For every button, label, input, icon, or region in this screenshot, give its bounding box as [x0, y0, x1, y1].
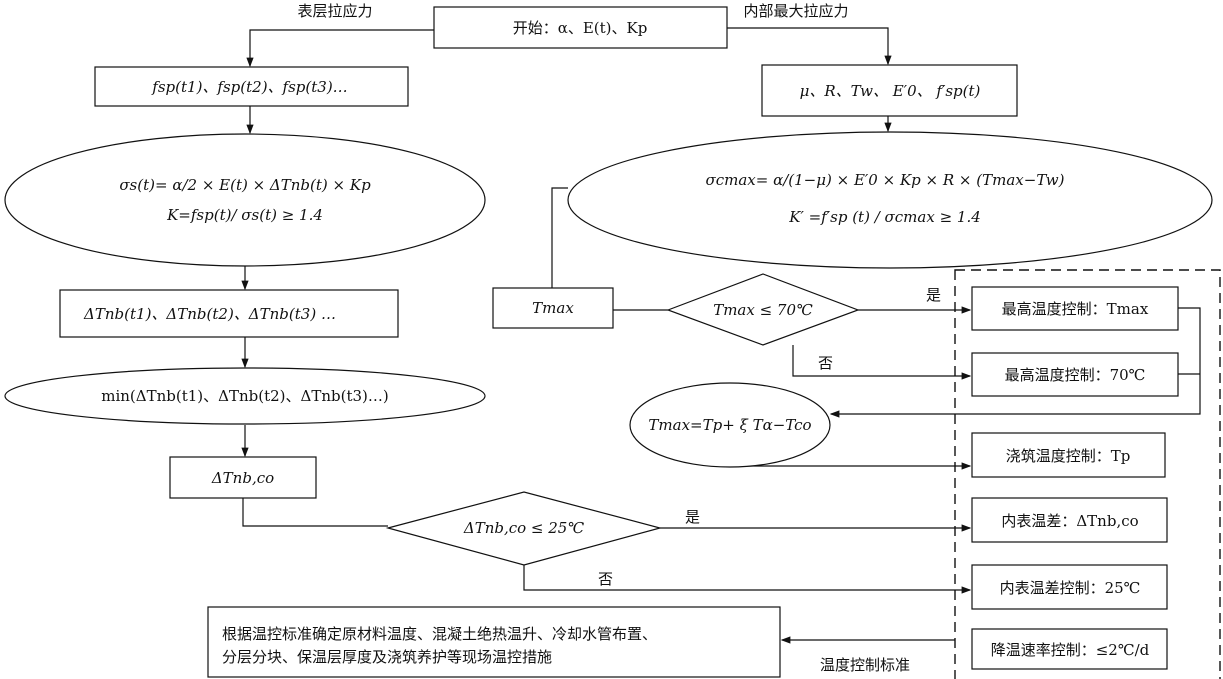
delta-t-node: ΔTnb(t1)、ΔTnb(t2)、ΔTnb(t3) … — [59, 289, 399, 338]
label-no: 否 — [818, 354, 833, 372]
label-control-standard: 温度控制标准 — [820, 656, 910, 674]
svg-text:ΔTnb,co: ΔTnb,co — [211, 469, 274, 487]
svg-text:Tmax: Tmax — [532, 299, 574, 317]
label-yes: 是 — [685, 508, 700, 526]
svg-text:σcmax= α/(1−μ) × E′0 × Kp × R: σcmax= α/(1−μ) × E′0 × Kp × R × (Tmax−Tw… — [706, 171, 1065, 189]
ctrl-tmax-node: 最高温度控制：Tmax — [971, 286, 1179, 331]
svg-text:开始：α、E(t)、Kp: 开始：α、E(t)、Kp — [513, 19, 648, 37]
control-standard-group — [954, 269, 1221, 679]
delta-co-node: ΔTnb,co — [169, 456, 317, 499]
diff-node: 内表温差：ΔTnb,co — [971, 497, 1168, 543]
svg-text:K′ =f′sp (t) / σcmax ≥ 1.4: K′ =f′sp (t) / σcmax ≥ 1.4 — [788, 208, 981, 226]
svg-text:σs(t)= α/2 × E(t) × ΔTnb(t) ×: σs(t)= α/2 × E(t) × ΔTnb(t) × Kp — [119, 176, 371, 194]
params-node: μ、R、Tw、 E′0、 f′sp(t) — [761, 64, 1018, 117]
svg-text:最高温度控制：Tmax: 最高温度控制：Tmax — [1002, 300, 1149, 318]
svg-text:根据温控标准确定原材料温度、混凝土绝热温升、冷却水管布置、: 根据温控标准确定原材料温度、混凝土绝热温升、冷却水管布置、 — [222, 625, 657, 643]
ctrl-pour-node: 浇筑温度控制：Tp — [971, 432, 1166, 478]
svg-text:内表温差：ΔTnb,co: 内表温差：ΔTnb,co — [1001, 512, 1138, 530]
measures-node: 根据温控标准确定原材料温度、混凝土绝热温升、冷却水管布置、 分层分块、保温层厚度… — [207, 606, 781, 678]
connectors — [241, 27, 1201, 644]
svg-text:ΔTnb,co ≤ 25℃: ΔTnb,co ≤ 25℃ — [463, 519, 584, 537]
tmax-node: Tmax — [492, 287, 614, 329]
svg-text:Tmax=Tp+ ξ Tα−Tco: Tmax=Tp+ ξ Tα−Tco — [648, 416, 811, 434]
tmax-decision: Tmax ≤ 70℃ — [666, 273, 860, 346]
tmax-formula-ellipse: Tmax=Tp+ ξ Tα−Tco — [629, 382, 831, 468]
label-internal-stress: 内部最大拉应力 — [743, 2, 848, 20]
surface-stress-ellipse: σs(t)= α/2 × E(t) × ΔTnb(t) × Kp K=fsp(t… — [4, 133, 486, 267]
svg-text:K=fsp(t)/ σs(t) ≥ 1.4: K=fsp(t)/ σs(t) ≥ 1.4 — [166, 206, 323, 224]
internal-stress-ellipse: σcmax= α/(1−μ) × E′0 × Kp × R × (Tmax−Tw… — [567, 131, 1213, 269]
diff-ctrl-node: 内表温差控制：25℃ — [971, 564, 1168, 610]
label-yes: 是 — [926, 286, 941, 304]
start-node: 开始：α、E(t)、Kp — [433, 6, 728, 49]
svg-text:最高温度控制：70℃: 最高温度控制：70℃ — [1005, 366, 1146, 384]
delta-decision: ΔTnb,co ≤ 25℃ — [385, 491, 663, 566]
svg-text:降温速率控制：≤2℃/d: 降温速率控制：≤2℃/d — [991, 641, 1150, 659]
svg-text:内表温差控制：25℃: 内表温差控制：25℃ — [1000, 579, 1141, 597]
svg-text:分层分块、保温层厚度及浇筑养护等现场温控措施: 分层分块、保温层厚度及浇筑养护等现场温控措施 — [222, 648, 552, 666]
min-delta-ellipse: min(ΔTnb(t1)、ΔTnb(t2)、ΔTnb(t3)…) — [4, 367, 486, 425]
label-no: 否 — [598, 570, 613, 588]
svg-text:min(ΔTnb(t1)、ΔTnb(t2)、ΔTnb(t3): min(ΔTnb(t1)、ΔTnb(t2)、ΔTnb(t3)…) — [101, 387, 389, 405]
fsp-node: fsp(t1)、fsp(t2)、fsp(t3)… — [94, 66, 409, 107]
svg-text:μ、R、Tw、 E′0、 f′sp(t): μ、R、Tw、 E′0、 f′sp(t) — [800, 82, 981, 100]
svg-text:浇筑温度控制：Tp: 浇筑温度控制：Tp — [1006, 447, 1131, 465]
ctrl-70-node: 最高温度控制：70℃ — [971, 352, 1179, 397]
svg-text:fsp(t1)、fsp(t2)、fsp(t3)…: fsp(t1)、fsp(t2)、fsp(t3)… — [151, 78, 347, 96]
svg-text:Tmax ≤ 70℃: Tmax ≤ 70℃ — [713, 301, 813, 319]
label-surface-stress: 表层拉应力 — [297, 2, 372, 20]
svg-text:ΔTnb(t1)、ΔTnb(t2)、ΔTnb(t3) …: ΔTnb(t1)、ΔTnb(t2)、ΔTnb(t3) … — [83, 305, 336, 323]
cool-rate-node: 降温速率控制：≤2℃/d — [971, 628, 1168, 670]
